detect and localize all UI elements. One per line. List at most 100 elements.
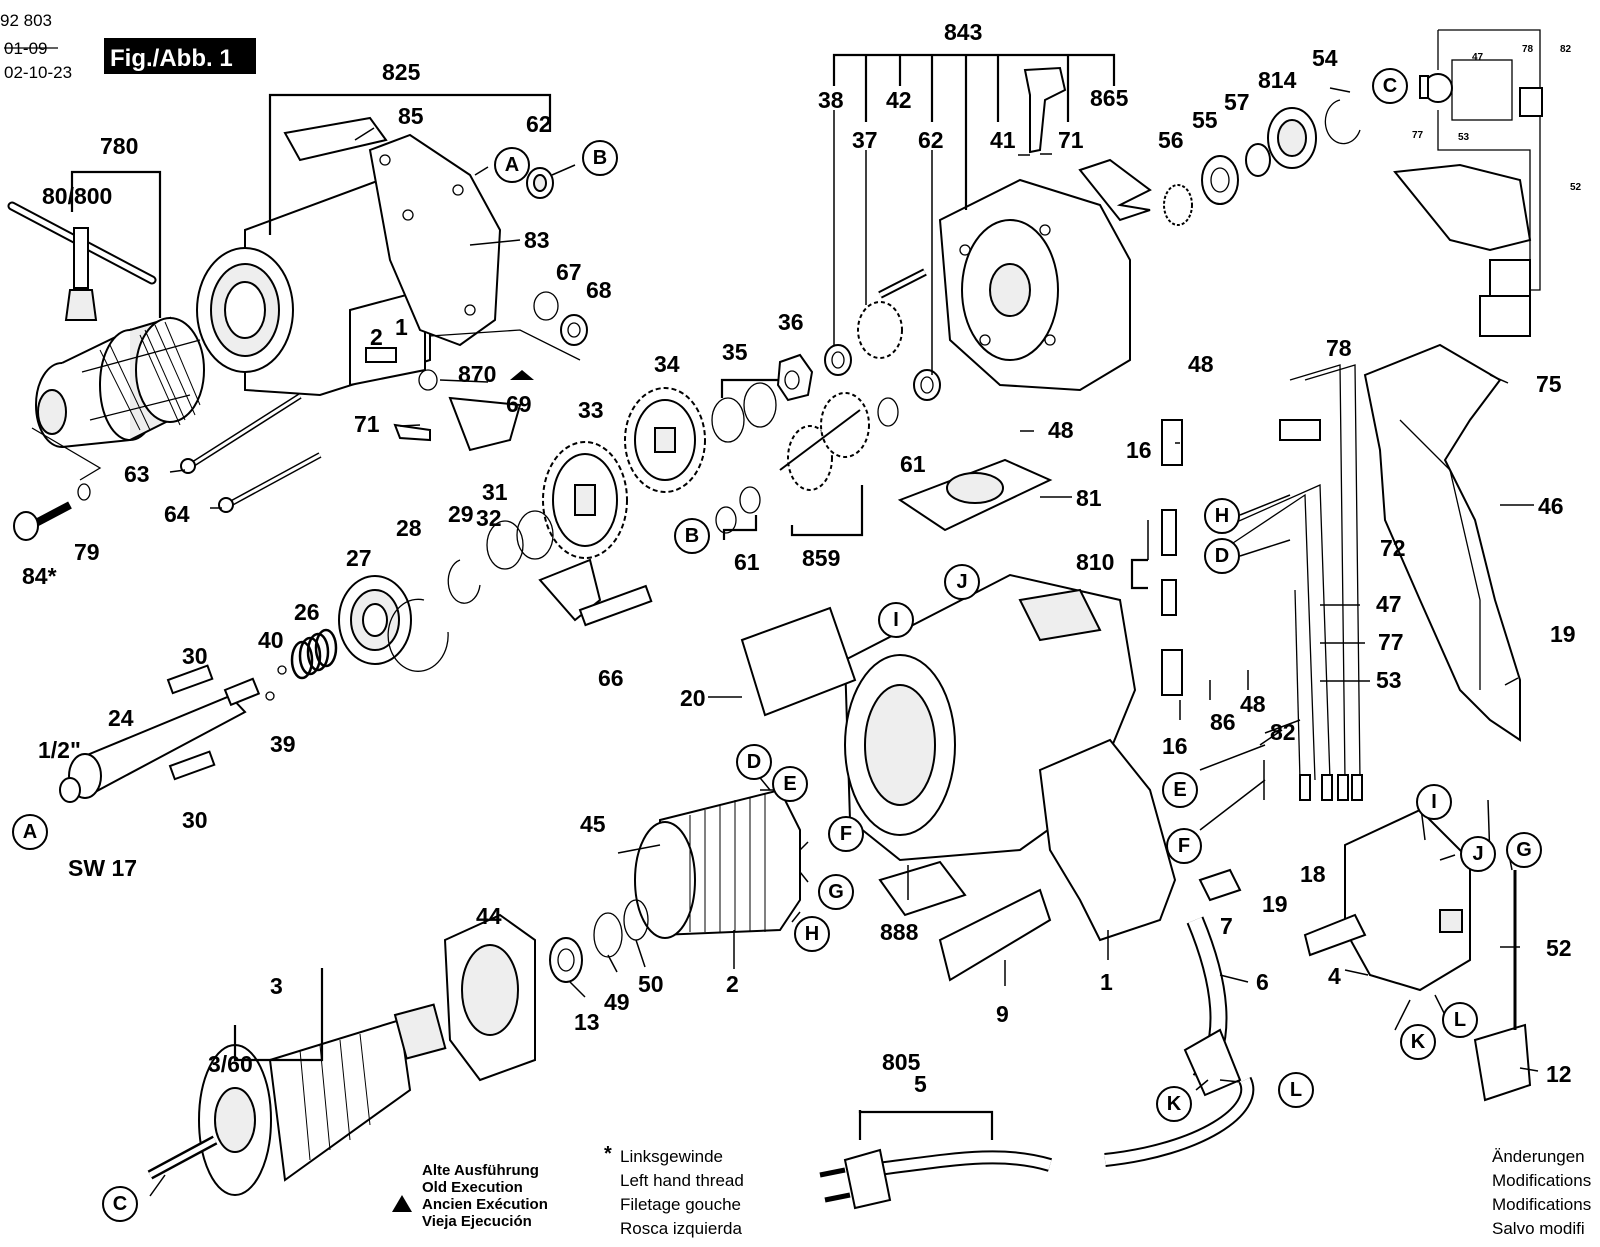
part-label-52: 52 (1546, 935, 1572, 961)
part-label-859: 859 (802, 545, 840, 571)
schematic-label-53: 53 (1458, 132, 1470, 143)
changes-de: Änderungen (1492, 1147, 1585, 1166)
svg-text:F: F (840, 823, 852, 845)
changes-es: Salvo modifi (1492, 1219, 1585, 1238)
callout-I-brushplate: I (878, 602, 914, 638)
part-label-3-60: 3/60 (208, 1051, 253, 1077)
callout-L-cable: L (1278, 1072, 1314, 1108)
callout-B-lower: B (674, 518, 710, 554)
svg-text:C: C (1383, 75, 1397, 97)
callout-B-top: B (582, 140, 618, 176)
part-label-16-upper: 16 (1126, 437, 1152, 463)
svg-text:H: H (805, 923, 819, 945)
part-label-35: 35 (722, 339, 748, 365)
intermediate-housing (824, 66, 1152, 401)
schematic-label-78: 78 (1522, 44, 1534, 55)
svg-text:F: F (1178, 835, 1190, 857)
part-label-1: 1 (1100, 969, 1113, 995)
part-label-69: 69 (506, 391, 532, 417)
part-label-81: 81 (1076, 485, 1102, 511)
part-label-31-visible: 31 (482, 479, 508, 505)
part-label-6: 6 (1256, 969, 1269, 995)
part-label-29: 29 (448, 501, 474, 527)
left-thread-de: Linksgewinde (620, 1147, 723, 1166)
part-label-55: 55 (1192, 107, 1218, 133)
left-thread-fr: Filetage gouche (620, 1195, 741, 1214)
schematic-label-77: 77 (1412, 130, 1424, 141)
part-label-2: 2 (726, 971, 739, 997)
callout-G-stator: G (818, 874, 854, 910)
part-label-39: 39 (270, 731, 296, 757)
part-label-79: 79 (74, 539, 100, 565)
part-label-56: 56 (1158, 127, 1184, 153)
screws-63-64 (13, 393, 322, 541)
bearing-62 (526, 167, 554, 199)
part-label-78: 78 (1326, 335, 1352, 361)
part-label-36: 36 (778, 309, 804, 335)
part-label-47: 47 (1376, 591, 1402, 617)
part-label-half-inch: 1/2" (38, 737, 81, 763)
callout-J-brushplate: J (944, 564, 980, 600)
callout-H-wire: H (1204, 498, 1240, 534)
callout-I-switch: I (1416, 784, 1452, 820)
old-execution-es: Vieja Ejecución (422, 1213, 532, 1230)
callout-K-cable: K (1156, 1086, 1192, 1122)
motor-housing (740, 458, 1177, 982)
part-number-labels: 825 85 62 780 80/800 83 67 68 870 69 71 … (22, 19, 1576, 1097)
part-label-810: 810 (1076, 549, 1114, 575)
svg-text:2: 2 (370, 324, 383, 350)
part-label-48-top: 48 (1048, 417, 1074, 443)
shift-fork-66 (538, 558, 653, 627)
svg-text:J: J (1472, 843, 1483, 865)
svg-text:I: I (893, 609, 899, 631)
cable-clamp-7 (1198, 868, 1242, 902)
part-label-38: 38 (818, 87, 844, 113)
callout-C-top: C (1372, 68, 1408, 104)
part-label-30-lower: 30 (182, 807, 208, 833)
svg-text:E: E (1173, 779, 1186, 801)
cable (819, 916, 1255, 1210)
part-label-83: 83 (524, 227, 550, 253)
old-execution-de: Alte Ausführung (422, 1162, 539, 1179)
svg-text:I: I (1431, 791, 1437, 813)
callout-H-stator: H (794, 916, 830, 952)
part-label-825: 825 (382, 59, 421, 85)
svg-text:A: A (23, 821, 37, 843)
part-label-72: 72 (1380, 535, 1406, 561)
svg-text:K: K (1411, 1031, 1426, 1053)
doc-number: 92 803 (0, 11, 52, 30)
callout-letters: A B C B A C D E F G H I J H D E F I J G … (12, 68, 1542, 1222)
part-label-84: 84* (22, 563, 57, 589)
callout-E-stator: E (772, 766, 808, 802)
part-label-12: 12 (1546, 1061, 1572, 1087)
old-execution-triangle-icon (392, 1195, 412, 1212)
wiring-schematic: 47 78 82 77 53 52 (1393, 29, 1582, 337)
legend-notes: Alte Ausführung Old Execution Ancien Exé… (392, 1143, 1591, 1238)
part-label-61-upper: 61 (900, 451, 926, 477)
left-thread-asterisk: * (604, 1143, 612, 1165)
part-label-71-lever: 71 (1058, 127, 1084, 153)
callout-L-switch: L (1442, 1002, 1478, 1038)
part-label-19-handle: 19 (1550, 621, 1576, 647)
callout-G-plug: G (1506, 832, 1542, 868)
part-label-24: 24 (108, 705, 134, 731)
part-label-71-selector: 71 (354, 411, 380, 437)
old-execution-en: Old Execution (422, 1179, 523, 1196)
part-label-26: 26 (294, 599, 320, 625)
spindle-24 (59, 664, 261, 803)
wiring (1229, 364, 1363, 801)
part-label-780: 780 (100, 133, 138, 159)
part-label-80-800: 80/800 (42, 183, 112, 209)
fan-baffle-44 (443, 913, 536, 1082)
part-label-40: 40 (258, 627, 284, 653)
svg-text:B: B (685, 525, 699, 547)
part-label-sw17: SW 17 (68, 855, 137, 881)
left-thread-es: Rosca izquierda (620, 1219, 742, 1238)
callout-F-wire: F (1166, 828, 1202, 864)
part-label-85: 85 (398, 103, 424, 129)
left-thread-en: Left hand thread (620, 1171, 744, 1190)
part-label-3: 3 (270, 973, 283, 999)
part-label-68: 68 (586, 277, 612, 303)
handle-46 (1363, 343, 1521, 742)
